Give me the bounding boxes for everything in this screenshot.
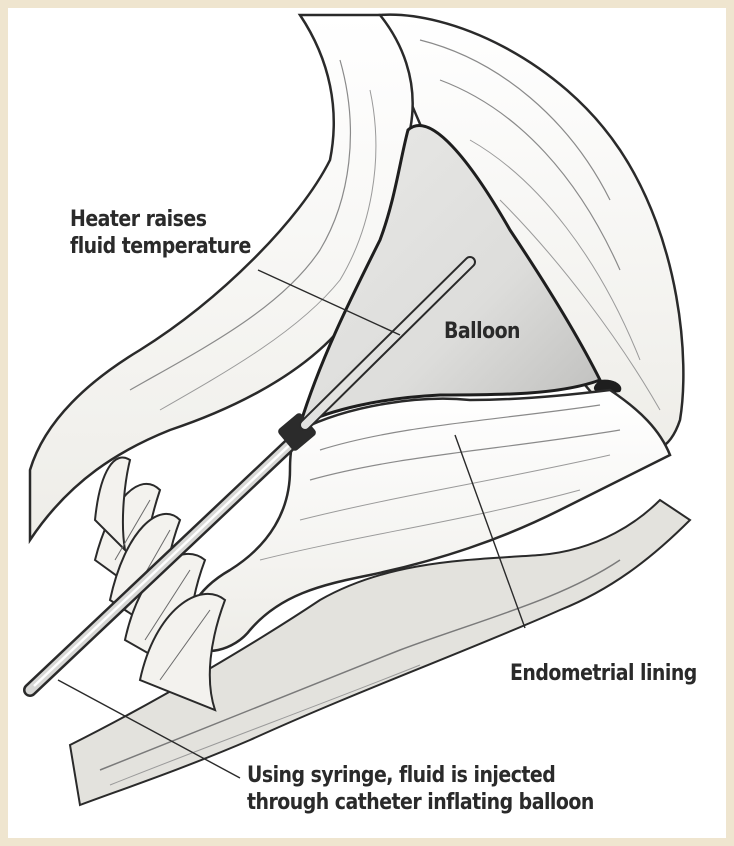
- syringe-label: Using syringe, fluid is injected through…: [247, 762, 594, 816]
- cervical-folds: [95, 458, 225, 711]
- endometrial-label: Endometrial lining: [510, 660, 697, 687]
- heater-label-line-1: Heater raises: [70, 206, 251, 233]
- balloon-label: Balloon: [444, 318, 520, 345]
- heater-label: Heater raises fluid temperature: [70, 206, 251, 260]
- heater-label-line-2: fluid temperature: [70, 233, 251, 260]
- syringe-label-line-2: through catheter inflating balloon: [247, 789, 594, 816]
- syringe-label-line-1: Using syringe, fluid is injected: [247, 762, 594, 789]
